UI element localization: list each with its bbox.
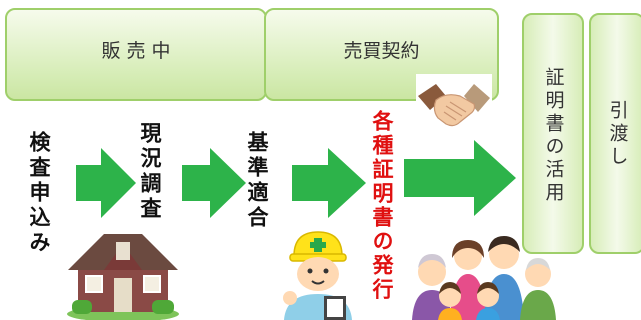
step-certificate-issue: 各種証明書の発行 [370, 110, 394, 302]
phase-box-handover: 引渡し [589, 13, 641, 254]
phase-box-selling: 販 売 中 [5, 8, 267, 101]
step-conformity: 基準適合 [245, 131, 269, 231]
phase-label-contract: 売買契約 [343, 40, 420, 62]
inspector-illustration [283, 231, 352, 320]
arrow-icon [182, 148, 246, 218]
phase-label-selling: 販 売 中 [101, 40, 171, 62]
family-illustration [412, 236, 556, 320]
handshake-icon [416, 74, 492, 138]
arrow-icon [76, 148, 136, 218]
phase-box-contract: 売買契約 [264, 8, 499, 101]
house-illustration [67, 234, 179, 320]
arrow-icon [404, 140, 516, 216]
phase-label-certificate-use: 証明書の活用 [542, 67, 565, 205]
arrow-icon [292, 148, 366, 218]
phase-label-handover: 引渡し [606, 100, 629, 169]
step-site-survey: 現況調査 [138, 122, 162, 222]
step-inspection-application: 検査申込み [27, 131, 51, 256]
phase-box-certificate-use: 証明書の活用 [522, 13, 584, 254]
